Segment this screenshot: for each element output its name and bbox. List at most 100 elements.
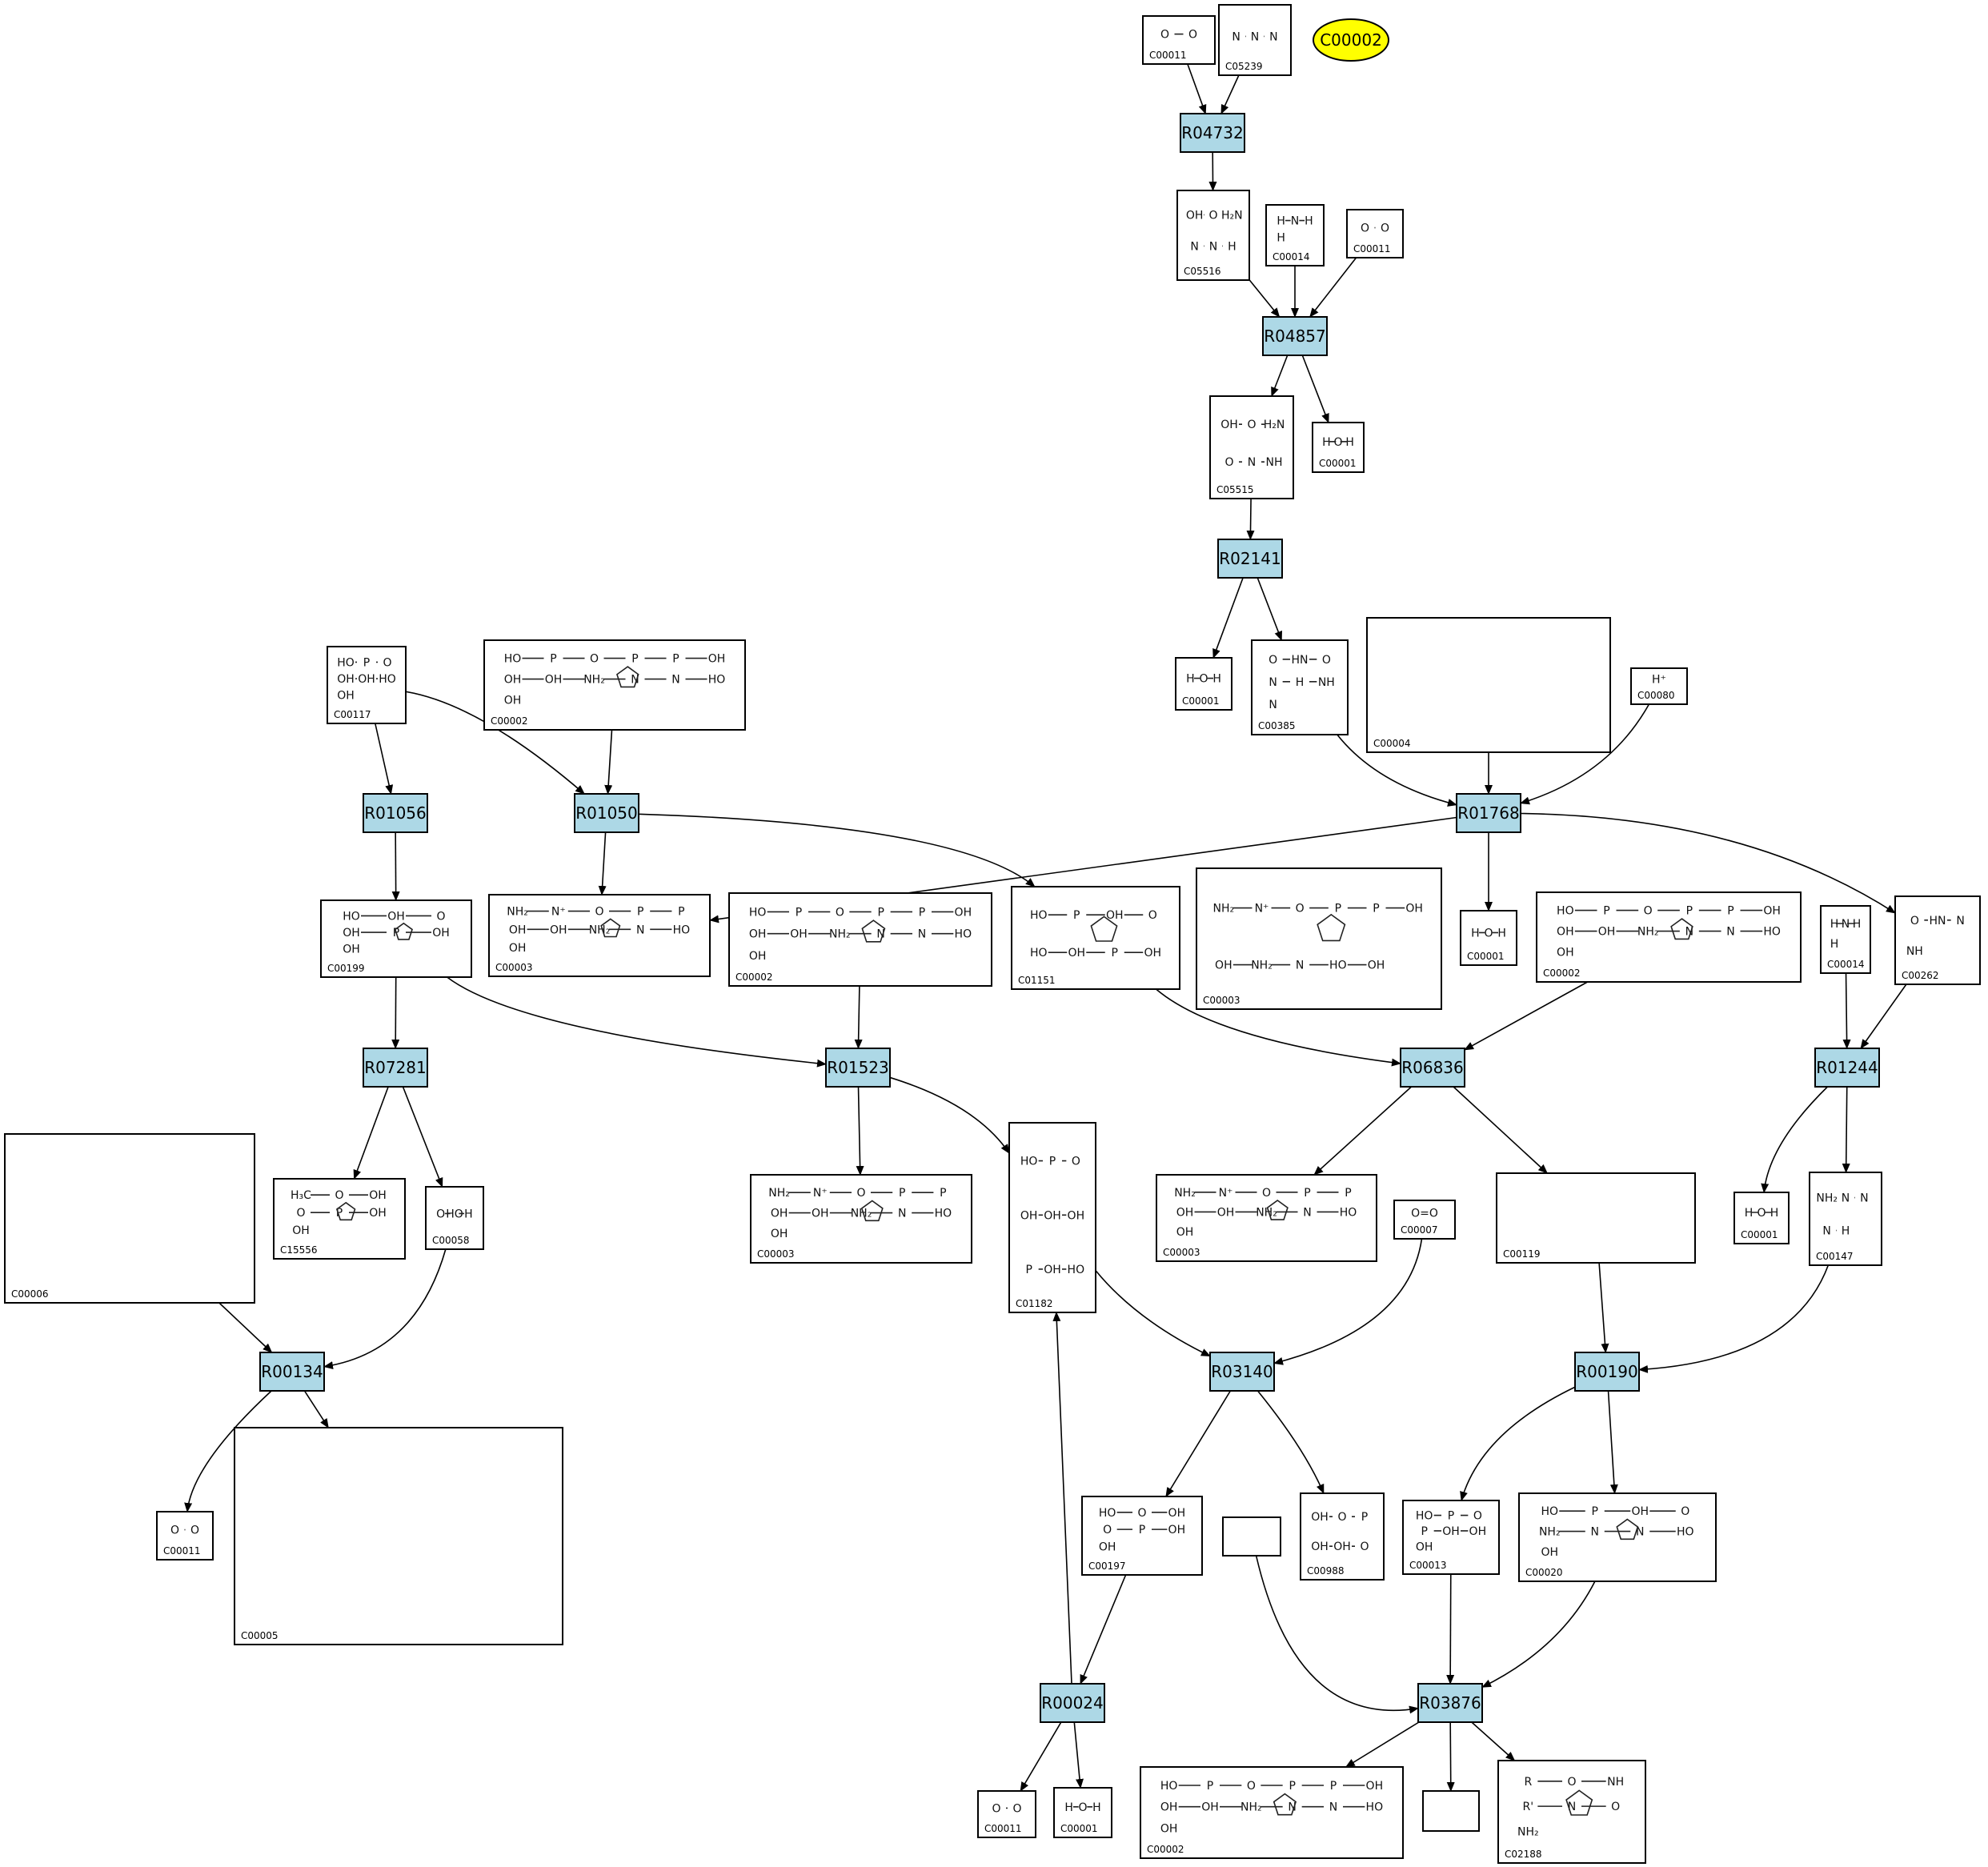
reaction-node-r02141[interactable]: R02141: [1217, 539, 1283, 579]
reaction-box[interactable]: [1814, 1048, 1880, 1088]
compound-box[interactable]: [234, 1427, 563, 1645]
compound-box[interactable]: [1733, 1192, 1790, 1244]
compound-box[interactable]: [1809, 1172, 1882, 1266]
reaction-box[interactable]: [1040, 1683, 1105, 1723]
reaction-node-r04857[interactable]: R04857: [1262, 316, 1328, 356]
compound-node-n34[interactable]: C00005: [234, 1427, 563, 1645]
compound-box[interactable]: [977, 1790, 1036, 1838]
compound-box[interactable]: [1176, 190, 1250, 281]
compound-node-n10[interactable]: C00004: [1366, 617, 1611, 753]
compound-box[interactable]: [1393, 1200, 1456, 1240]
compound-box[interactable]: [1196, 867, 1442, 1010]
reaction-node-r01768[interactable]: R01768: [1456, 793, 1521, 833]
reaction-node-r03140[interactable]: R03140: [1209, 1352, 1275, 1392]
compound-box[interactable]: [1140, 1766, 1404, 1859]
compound-node-n11[interactable]: H⁺C00080: [1630, 667, 1688, 705]
compound-box[interactable]: [1156, 1174, 1377, 1262]
compound-box[interactable]: [488, 894, 711, 977]
reaction-box[interactable]: [1262, 316, 1328, 356]
compound-box[interactable]: [1142, 15, 1216, 65]
reaction-box[interactable]: [259, 1352, 325, 1392]
compound-box[interactable]: [483, 639, 746, 731]
reaction-box[interactable]: [1400, 1048, 1465, 1088]
compound-node-n43[interactable]: [1422, 1790, 1480, 1832]
compound-box[interactable]: [1460, 910, 1517, 966]
compound-box[interactable]: [1820, 905, 1871, 974]
reaction-node-r04732[interactable]: R04732: [1180, 113, 1245, 153]
compound-node-n23[interactable]: C00006: [4, 1133, 255, 1304]
compound-box[interactable]: [1630, 667, 1688, 705]
compound-box[interactable]: [1300, 1492, 1385, 1581]
compound-box[interactable]: [1346, 209, 1404, 258]
compound-box[interactable]: [1222, 1516, 1281, 1557]
reaction-node-r01523[interactable]: R01523: [825, 1048, 891, 1088]
compound-box[interactable]: [1265, 204, 1325, 266]
compound-box[interactable]: [273, 1178, 406, 1260]
reaction-box[interactable]: [574, 793, 639, 833]
compound-node-n36[interactable]: [1222, 1516, 1281, 1557]
reaction-box[interactable]: [1574, 1352, 1640, 1392]
compound-box[interactable]: [1312, 422, 1365, 473]
compound-box[interactable]: [1402, 1500, 1500, 1575]
reaction-node-r03876[interactable]: R03876: [1417, 1683, 1483, 1723]
reaction-node-r00024[interactable]: R00024: [1040, 1683, 1105, 1723]
highlight-legend[interactable]: C00002: [1313, 18, 1389, 62]
reaction-box[interactable]: [363, 1048, 428, 1088]
reaction-box[interactable]: [1209, 1352, 1275, 1392]
compound-box[interactable]: [1251, 639, 1349, 735]
compound-box[interactable]: [1008, 1122, 1096, 1313]
compound-box[interactable]: [750, 1174, 972, 1264]
reaction-box[interactable]: [363, 793, 428, 833]
reaction-box[interactable]: [1217, 539, 1283, 579]
compound-box[interactable]: [1422, 1790, 1480, 1832]
compound-box[interactable]: [728, 892, 992, 987]
reaction-box[interactable]: [1417, 1683, 1483, 1723]
highlight-ellipse[interactable]: [1313, 18, 1389, 62]
compound-box[interactable]: [1518, 1492, 1717, 1582]
compound-box[interactable]: [425, 1186, 484, 1250]
reaction-node-r01056[interactable]: R01056: [363, 793, 428, 833]
compound-box[interactable]: [327, 646, 407, 724]
compound-box[interactable]: [1894, 895, 1981, 985]
compound-box[interactable]: [1496, 1172, 1696, 1264]
compound-node-n30[interactable]: C00119: [1496, 1172, 1696, 1264]
compound-box[interactable]: [1175, 657, 1232, 711]
reaction-node-r00190[interactable]: R00190: [1574, 1352, 1640, 1392]
reaction-node-r01244[interactable]: R01244: [1814, 1048, 1880, 1088]
compound-box[interactable]: [1053, 1787, 1112, 1838]
compound-box[interactable]: [1218, 4, 1292, 76]
compound-box[interactable]: [1536, 891, 1802, 983]
compound-box[interactable]: [4, 1133, 255, 1304]
compound-box[interactable]: [1209, 395, 1294, 499]
